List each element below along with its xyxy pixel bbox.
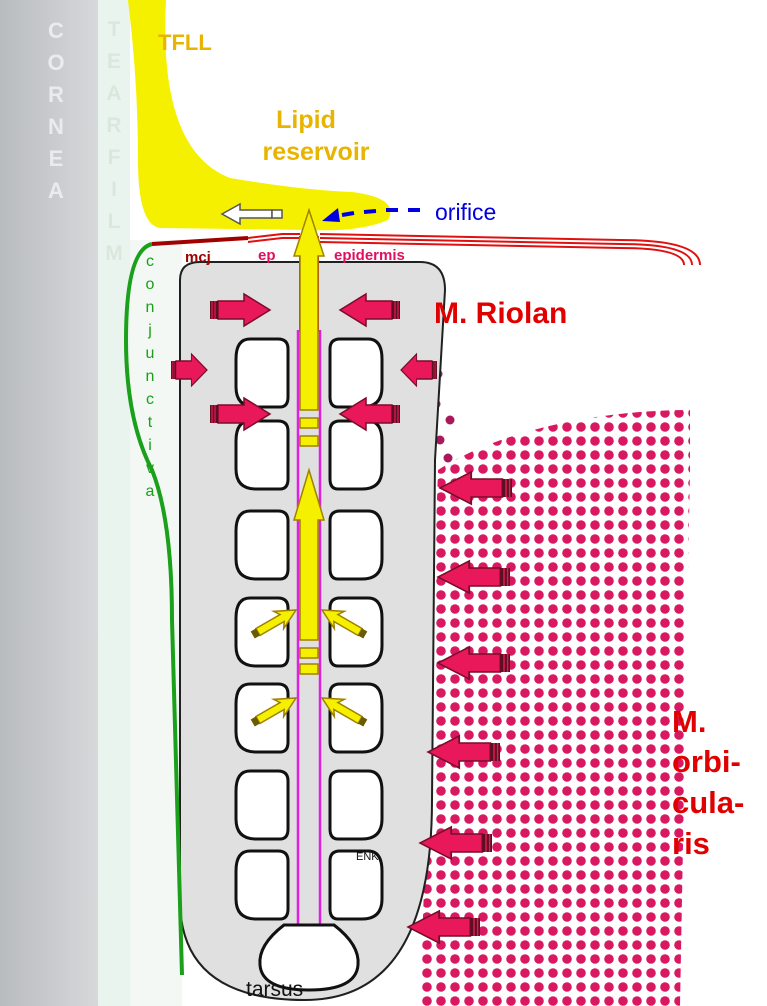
orifice-label: orifice bbox=[435, 199, 496, 225]
ep-label: ep bbox=[258, 247, 276, 264]
epidermis-label: epidermis bbox=[334, 247, 405, 264]
corneaLetters-letter: E bbox=[49, 146, 64, 171]
conjLetters-letter: i bbox=[148, 437, 152, 454]
tearfilmLetters-letter: T bbox=[108, 18, 121, 41]
corneaLetters-letter: C bbox=[48, 18, 64, 43]
lipid-reservoir-label-line1: Lipid bbox=[276, 106, 336, 134]
tearfilmLetters-letter: E bbox=[107, 50, 121, 73]
tearfilmLetters-letter: I bbox=[111, 178, 117, 201]
orbicularis-muscle bbox=[420, 410, 690, 1006]
tearfilmLetters-letter: R bbox=[106, 114, 121, 137]
tearfilmLetters-letter: A bbox=[106, 82, 121, 105]
conjLetters-letter: v bbox=[146, 460, 154, 477]
conjLetters-letter: u bbox=[146, 345, 155, 362]
tearfilmLetters-letter: M bbox=[105, 242, 123, 265]
conjLetters-letter: a bbox=[146, 483, 155, 500]
conjLetters-letter: n bbox=[146, 368, 155, 385]
lipid-reservoir-label-line2: reservoir bbox=[262, 138, 369, 166]
conjLetters-letter: c bbox=[146, 391, 154, 408]
conjLetters-letter: c bbox=[146, 253, 154, 270]
orbicularis-label-3: cula- bbox=[672, 785, 744, 820]
corneaLetters-letter: O bbox=[47, 50, 64, 75]
conjunctiva-panel bbox=[130, 240, 182, 1006]
corneaLetters-letter: A bbox=[48, 178, 64, 203]
tfll-label: TFLL bbox=[158, 30, 212, 55]
enk-label: ENK bbox=[356, 851, 379, 863]
conjLetters-letter: t bbox=[148, 414, 153, 431]
corneaLetters-letter: R bbox=[48, 82, 64, 107]
conjLetters-letter: o bbox=[146, 276, 155, 293]
tarsus-label: tarsus bbox=[246, 978, 303, 1001]
conjLetters-letter: j bbox=[147, 322, 152, 339]
riolan-label: M. Riolan bbox=[434, 297, 567, 330]
orbicularis-label-1: M. bbox=[672, 704, 706, 739]
conjLetters-letter: n bbox=[146, 299, 155, 316]
tearfilmLetters-letter: F bbox=[108, 146, 121, 169]
corneaLetters-letter: N bbox=[48, 114, 64, 139]
orbicularis-label-2: orbi- bbox=[672, 744, 741, 779]
mcj-label: mcj bbox=[185, 249, 211, 266]
orbicularis-label-4: ris bbox=[672, 826, 710, 861]
tearfilmLetters-letter: L bbox=[108, 210, 121, 233]
